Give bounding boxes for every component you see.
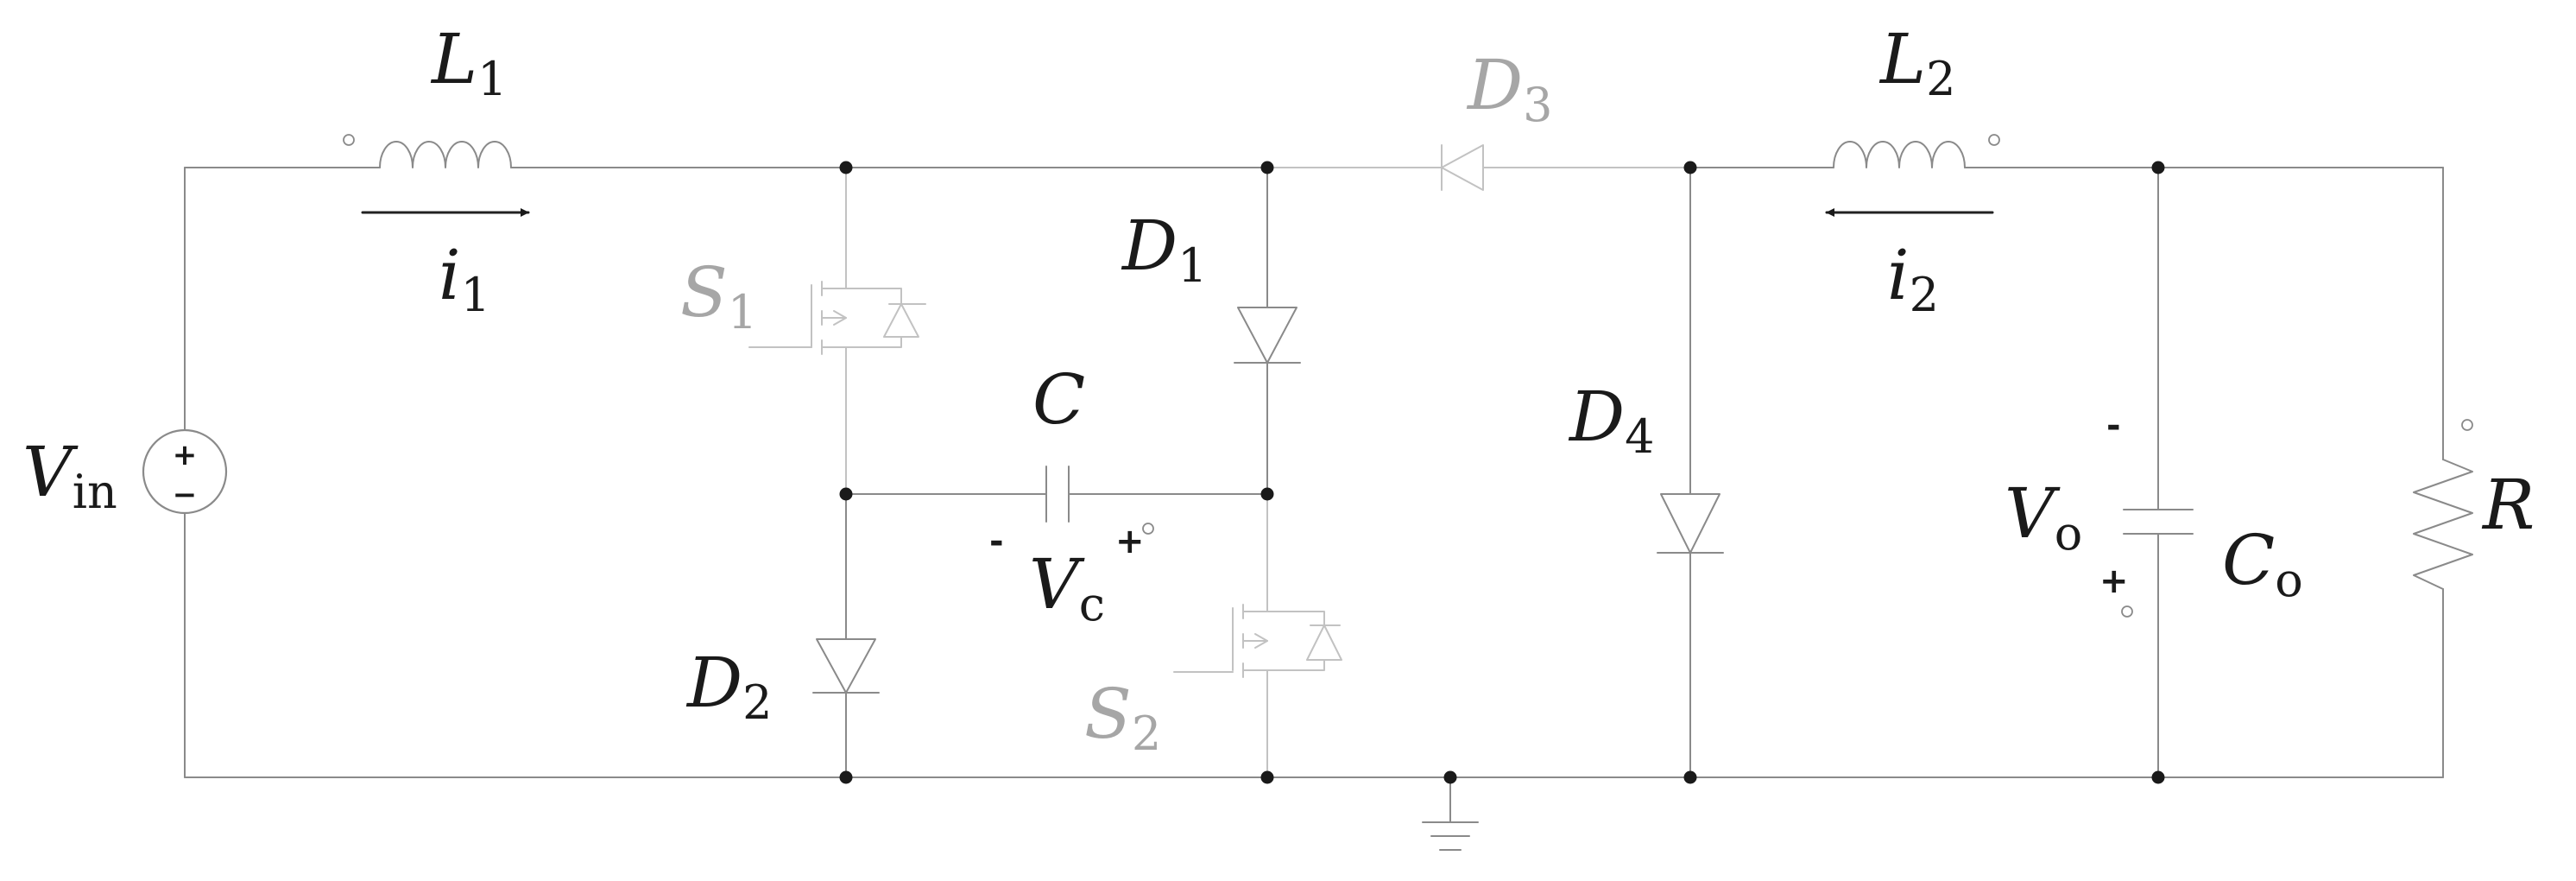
junction-dot <box>1260 770 1274 784</box>
label-s2: S2 <box>1084 674 1161 761</box>
junction-dot <box>1260 161 1274 174</box>
label-d1: D1 <box>1121 206 1208 293</box>
d3-diode <box>1441 144 1503 191</box>
l1-dot-marker <box>343 134 355 146</box>
vin-minus-sign: − <box>173 478 198 512</box>
capacitor-c <box>1045 466 1154 535</box>
d2-diode <box>812 638 880 694</box>
vin-source: + − <box>142 428 228 515</box>
label-d4: D4 <box>1568 377 1655 464</box>
label-vo: Vo <box>2005 473 2082 561</box>
component-labels: L1 i1 L2 i2 S1 D1 D3 C Vc - + D2 S2 D4 V… <box>22 19 2535 761</box>
junction-dot <box>839 770 853 784</box>
label-co: Co <box>2222 520 2303 607</box>
l2-dot-marker <box>1988 134 2000 146</box>
inactive-components <box>748 144 1691 778</box>
label-c: C <box>1032 359 1085 440</box>
l1-inductor <box>343 134 512 168</box>
label-i1: i1 <box>439 235 490 322</box>
label-d2: D2 <box>685 643 773 730</box>
junction-dot <box>1683 161 1697 174</box>
l2-inductor <box>1833 134 2000 168</box>
label-r: R <box>2481 465 2535 545</box>
ground-symbol <box>1422 776 1479 851</box>
s1-mosfet <box>748 274 926 364</box>
resistor-r <box>2413 419 2473 590</box>
label-i2: i2 <box>1887 235 1939 322</box>
junction-dot <box>2151 161 2165 174</box>
label-l1: L1 <box>430 19 507 106</box>
wires <box>184 167 2444 778</box>
label-d3: D3 <box>1466 45 1553 132</box>
junction-dots <box>839 161 2165 784</box>
capacitor-co <box>2121 509 2194 618</box>
junction-dot <box>2151 770 2165 784</box>
r-dot-marker <box>2461 419 2473 431</box>
label-l2: L2 <box>1878 19 1955 106</box>
junction-dot <box>1443 770 1457 784</box>
vo-dot-marker <box>2121 605 2133 618</box>
vin-plus-sign: + <box>173 438 198 472</box>
vo-minus-sign: - <box>2106 406 2121 446</box>
junction-dot <box>839 161 853 174</box>
junction-dot <box>1260 487 1274 501</box>
vc-minus-sign: - <box>989 522 1004 561</box>
label-vc: Vc <box>1029 544 1105 631</box>
vc-dot-marker <box>1142 523 1154 535</box>
junction-dot <box>839 487 853 501</box>
label-s1: S1 <box>680 252 757 339</box>
label-vin: Vin <box>22 432 117 519</box>
vo-plus-sign: + <box>2099 561 2129 601</box>
vc-plus-sign: + <box>1115 522 1145 561</box>
s2-mosfet <box>1173 595 1342 692</box>
d1-diode <box>1234 307 1301 364</box>
d4-diode <box>1657 493 1724 554</box>
junction-dot <box>1683 770 1697 784</box>
